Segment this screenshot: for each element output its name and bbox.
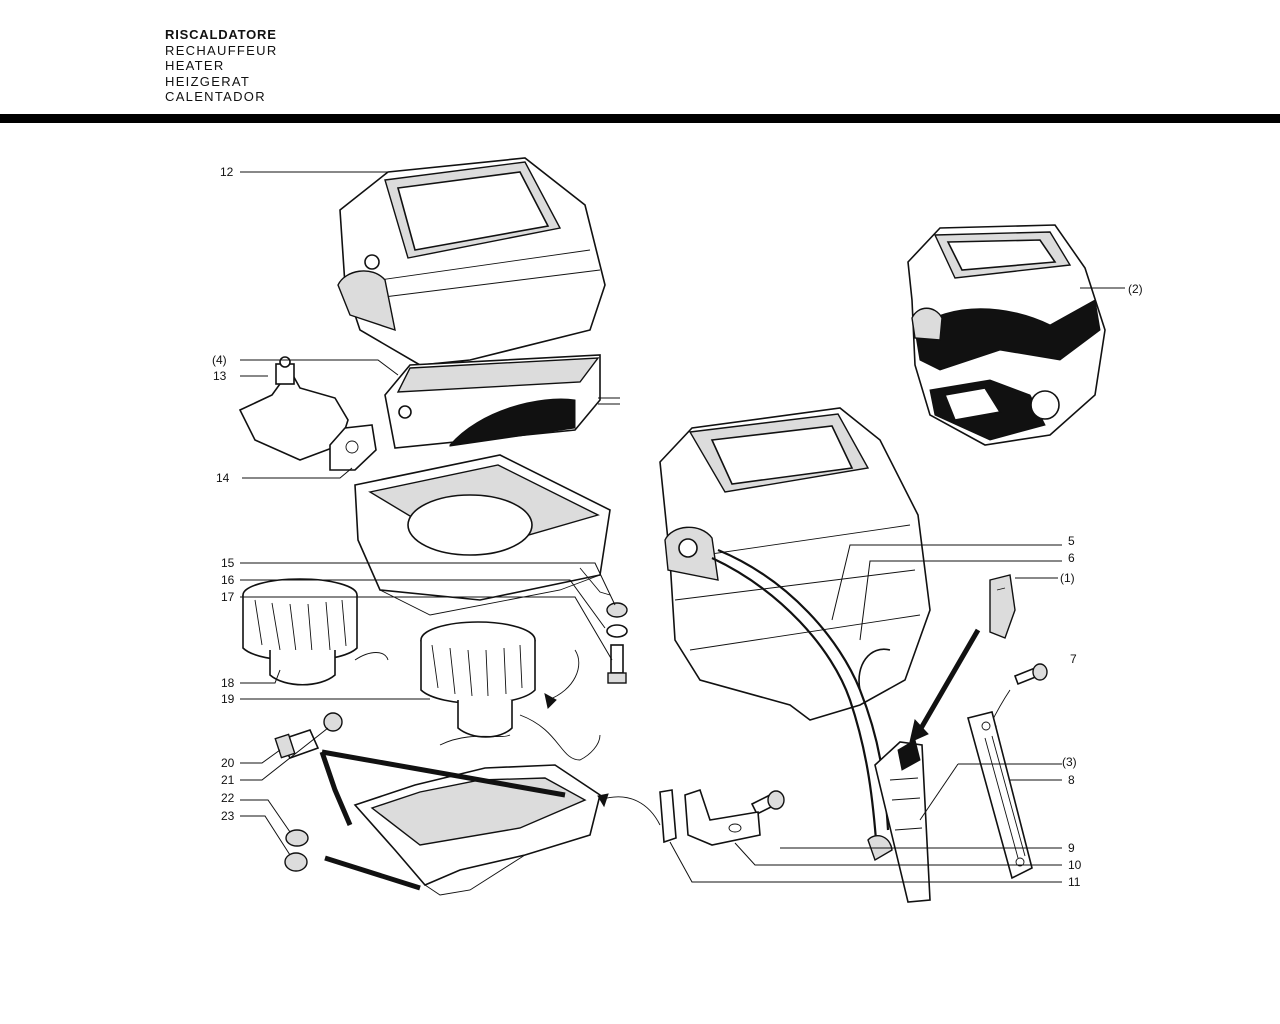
center-heater-housing	[659, 407, 931, 721]
upper-heater-housing	[337, 157, 606, 366]
callout-23: 23	[221, 809, 235, 823]
callout-13: 13	[213, 369, 227, 383]
heater-radiator	[384, 354, 620, 449]
title-block: RISCALDATORE RECHAUFFEUR HEATER HEIZGERA…	[165, 27, 278, 105]
assembled-heater-unit	[907, 224, 1106, 446]
fastener-set-15-17	[606, 602, 628, 684]
title-english: HEATER	[165, 58, 225, 73]
small-plate	[659, 789, 677, 844]
angle-bracket	[684, 788, 761, 846]
callout-20: 20	[221, 756, 235, 770]
callout-4: (4)	[212, 353, 227, 367]
valve-flange	[329, 424, 377, 471]
callout-2: (2)	[1128, 282, 1143, 296]
callout-22: 22	[221, 791, 235, 805]
callout-labels: 12 (4) 13 14 15 16 17 18 19 20 21 22 23 …	[212, 165, 1143, 889]
callout-8: 8	[1068, 773, 1075, 787]
assembly-arrows-left	[319, 649, 661, 891]
callout-21: 21	[221, 773, 235, 787]
leader-lines	[240, 171, 1125, 883]
callout-16: 16	[221, 573, 235, 587]
title-italian: RISCALDATORE	[165, 27, 277, 42]
callout-14: 14	[216, 471, 230, 485]
callout-19: 19	[221, 692, 235, 706]
blower-fan-right	[420, 621, 601, 761]
header-rule	[0, 114, 1280, 123]
guide-plate	[967, 711, 1033, 880]
lower-housing-tray	[354, 454, 611, 616]
title-french: RECHAUFFEUR	[165, 42, 278, 58]
knob-arrow	[909, 628, 981, 743]
callout-7: 7	[1070, 652, 1077, 666]
title-spanish: CALENTADOR	[165, 89, 266, 104]
callout-12: 12	[220, 165, 234, 179]
callout-1: (1)	[1060, 571, 1075, 585]
callout-15: 15	[221, 556, 235, 570]
callout-5: 5	[1068, 534, 1075, 548]
fastener-set-20-23	[274, 712, 343, 872]
lever-knob	[989, 574, 1016, 639]
callout-9: 9	[1068, 841, 1075, 855]
blower-fan-left	[242, 578, 389, 686]
callout-3: (3)	[1062, 755, 1077, 769]
bottom-drip-pan	[353, 764, 601, 896]
control-lever-plate	[867, 739, 931, 903]
title-german: HEIZGERAT	[165, 73, 251, 89]
callout-6: 6	[1068, 551, 1075, 565]
callout-11: 11	[1068, 875, 1081, 889]
callout-17: 17	[221, 590, 235, 604]
mounting-bolt	[750, 790, 785, 816]
callout-10: 10	[1068, 858, 1082, 872]
heater-valve	[238, 356, 349, 461]
callout-18: 18	[221, 676, 235, 690]
